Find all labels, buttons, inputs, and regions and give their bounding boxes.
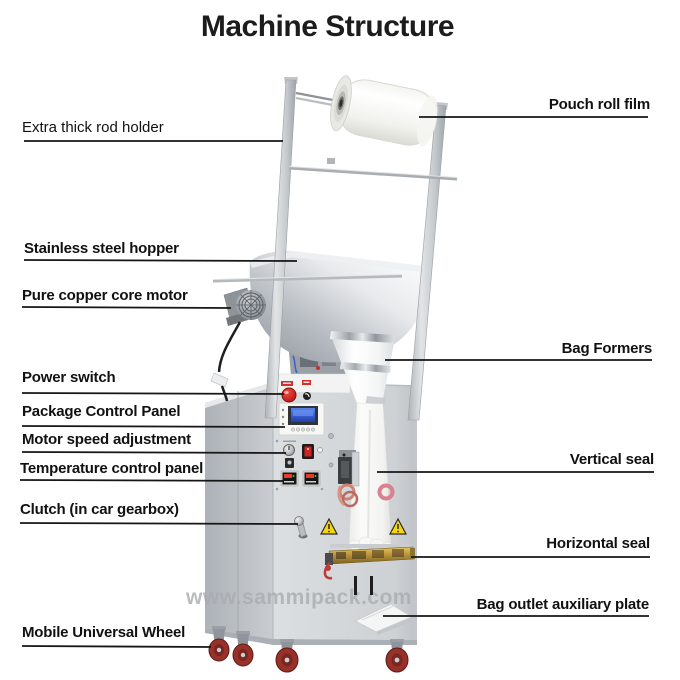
bag-outlet-plate bbox=[353, 576, 414, 635]
temperature-controllers bbox=[275, 433, 334, 491]
label-extra-thick-rod-holder: Extra thick rod holder bbox=[22, 119, 164, 136]
motor bbox=[210, 287, 266, 402]
label-bag-formers: Bag Formers bbox=[561, 340, 653, 357]
label-bag-outlet-auxiliary-plate: Bag outlet auxiliary plate bbox=[476, 596, 650, 613]
leader-lines bbox=[19, 116, 654, 648]
vertical-seal-assembly bbox=[337, 450, 395, 508]
wheel bbox=[275, 639, 299, 673]
wheel bbox=[208, 626, 230, 662]
label-vertical-seal: Vertical seal bbox=[569, 451, 654, 468]
speed-knob bbox=[283, 440, 296, 468]
caster-wheels bbox=[208, 626, 409, 673]
control-panel bbox=[278, 402, 325, 436]
logo-swirl-icon bbox=[303, 392, 311, 400]
label-pouch-roll-film: Pouch roll film bbox=[548, 96, 650, 113]
label-horizontal-seal: Horizontal seal bbox=[546, 535, 650, 552]
horizontal-seal-bar bbox=[323, 544, 415, 580]
wheel bbox=[385, 639, 409, 673]
watermark-text: www.sammipack.com bbox=[185, 586, 412, 609]
label-power-switch: Power switch bbox=[22, 369, 116, 386]
pouch-roll bbox=[295, 75, 438, 147]
label-package-control-panel: Package Control Panel bbox=[22, 403, 181, 420]
label-pure-copper-core-motor: Pure copper core motor bbox=[22, 287, 188, 304]
power-button bbox=[281, 387, 297, 403]
page-title: Machine Structure bbox=[200, 10, 455, 43]
clutch-knob bbox=[294, 516, 308, 539]
label-mobile-universal-wheel: Mobile Universal Wheel bbox=[22, 624, 186, 641]
label-clutch-in-car-gearbox: Clutch (in car gearbox) bbox=[20, 501, 179, 518]
label-temperature-control-panel: Temperature control panel bbox=[20, 460, 204, 477]
label-stainless-steel-hopper: Stainless steel hopper bbox=[24, 240, 179, 257]
power-cable bbox=[217, 321, 242, 373]
bag-former-cone bbox=[330, 331, 395, 408]
rocker-switch bbox=[302, 444, 323, 459]
label-motor-speed-adjustment: Motor speed adjustment bbox=[22, 431, 191, 448]
warning-triangle-icon bbox=[320, 517, 338, 535]
warning-triangle-icon bbox=[389, 517, 407, 535]
wheel bbox=[232, 631, 254, 667]
film-roll-frame bbox=[212, 77, 458, 421]
